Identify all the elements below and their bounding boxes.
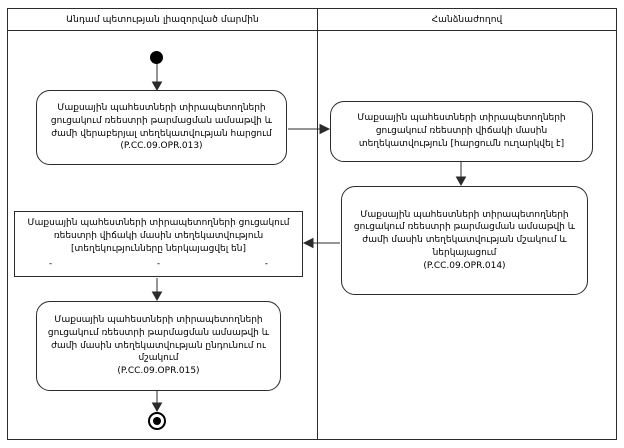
activity-receive-process-code: (P.CC.09.OPR.015) [117, 366, 200, 377]
marker-dash: - [264, 259, 268, 270]
end-node-dot [153, 417, 161, 425]
object-state-info-request-sent: Մաքսային պահեստների տիրապետողների ցուցակ… [330, 101, 593, 162]
header-divider [7, 30, 617, 31]
lane-header-left: Անդամ պետության լիազորված մարմին [8, 9, 317, 30]
activity-receive-process-text: Մաքսային պահեստների տիրապետողների ցուցակ… [47, 315, 270, 364]
activity-process-submit: Մաքսային պահեստների տիրապետողների ցուցակ… [341, 186, 588, 295]
lane-divider [317, 8, 318, 440]
activity-receive-process: Մաքսային պահեստների տիրապետողների ցուցակ… [36, 301, 281, 391]
diagram-border [7, 8, 617, 440]
lane-right-title: Հանձնաժողով [431, 14, 503, 25]
activity-request-info-code: (P.CC.09.OPR.013) [120, 141, 203, 152]
activity-process-submit-code: (P.CC.09.OPR.014) [423, 260, 506, 271]
object-state-info-received-text: Մաքսային պահեստների տիրապետողների ցուցակ… [27, 217, 290, 254]
end-node [148, 412, 166, 430]
lane-left-title: Անդամ պետության լիազորված մարմին [66, 14, 259, 25]
lane-header-right: Հանձնաժողով [318, 9, 616, 30]
marker-dash: - [156, 259, 161, 270]
activity-request-info-text: Մաքսային պահեստների տիրապետողների ցուցակ… [50, 102, 273, 139]
start-node [150, 51, 163, 64]
object-state-info-request-sent-text: Մաքսային պահեստների տիրապետողների ցուցակ… [357, 113, 566, 149]
activity-process-submit-text: Մաքսային պահեստների տիրապետողների ցուցակ… [353, 209, 576, 258]
activity-request-info: Մաքսային պահեստների տիրապետողների ցուցակ… [36, 90, 287, 165]
marker-dash: - [49, 259, 53, 270]
object-markers: - - - [49, 258, 268, 271]
object-state-info-received: Մաքսային պահեստների տիրապետողների ցուցակ… [14, 211, 303, 277]
